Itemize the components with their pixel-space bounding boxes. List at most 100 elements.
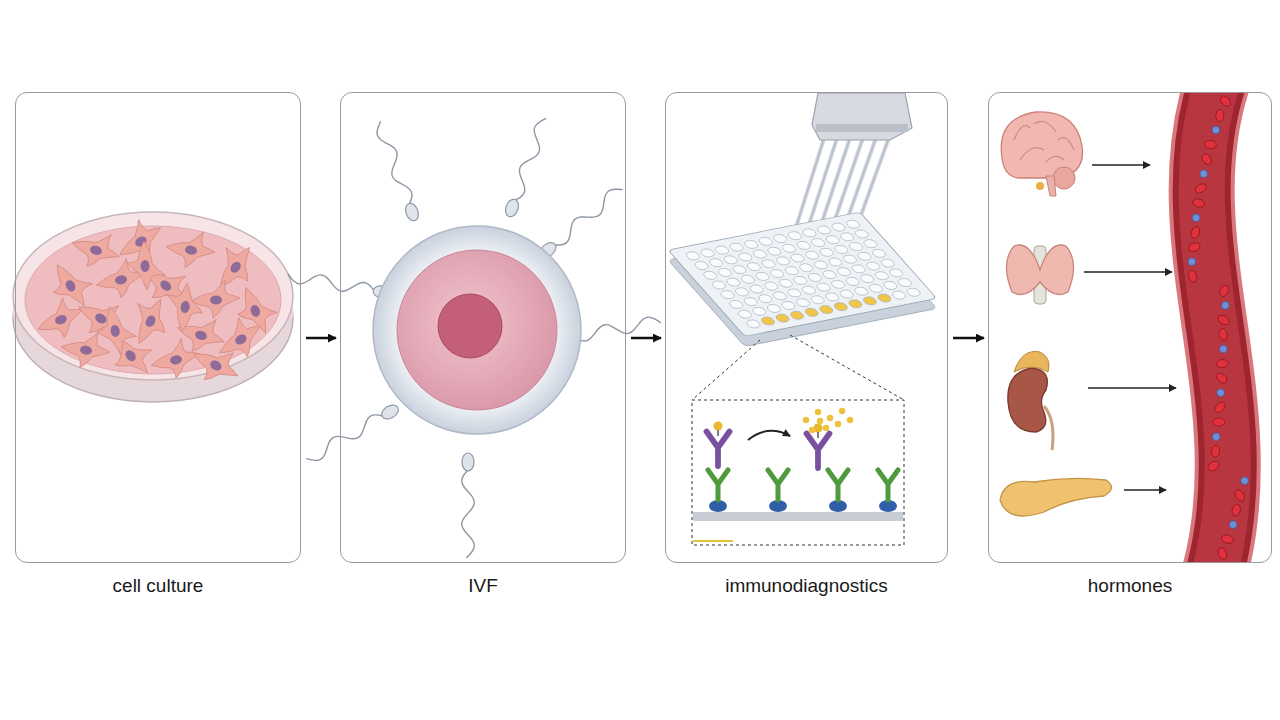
panel-border	[15, 92, 301, 563]
empty-well	[765, 304, 783, 314]
red-blood-cell	[1218, 284, 1231, 298]
signal-dot	[815, 409, 821, 415]
empty-well	[835, 267, 853, 277]
petri-dish	[13, 212, 293, 402]
cultured-cell	[148, 336, 203, 382]
signal-dot	[803, 417, 809, 423]
red-blood-cell	[1215, 371, 1229, 385]
empty-well	[847, 242, 865, 252]
empty-well	[829, 279, 847, 289]
panel-label: immunodiagnostics	[665, 575, 948, 597]
empty-well	[881, 281, 899, 291]
flow-arrow	[306, 337, 336, 340]
empty-well	[861, 239, 879, 249]
antibody-shape	[828, 470, 848, 500]
empty-well	[744, 319, 762, 329]
red-blood-cell	[1213, 400, 1227, 414]
signal-dot	[817, 418, 823, 424]
cell-nucleus	[158, 278, 173, 293]
sperm-tail	[306, 415, 383, 461]
kidney	[1008, 368, 1048, 432]
signal-dot	[847, 417, 853, 423]
brain	[1001, 112, 1082, 178]
secretion-arrow	[1084, 271, 1172, 273]
empty-well	[730, 265, 748, 275]
red-blood-cell	[1211, 445, 1220, 458]
empty-well	[751, 249, 769, 259]
cell-body	[163, 226, 218, 272]
panel-label: IVF	[340, 575, 626, 597]
label-stem	[817, 432, 819, 438]
empty-well	[684, 251, 702, 261]
sample-well	[759, 316, 777, 326]
empty-well	[736, 252, 754, 262]
cultured-cell	[127, 241, 165, 290]
empty-well	[742, 239, 760, 249]
empty-well	[780, 301, 798, 311]
hormone-molecule	[1217, 389, 1225, 397]
empty-well	[864, 261, 882, 271]
empty-well	[716, 268, 734, 278]
cultured-cell	[185, 336, 246, 393]
empty-well	[783, 266, 801, 276]
red-blood-cell	[1192, 198, 1206, 209]
egg-cytoplasm	[397, 250, 557, 410]
sperm-tail	[515, 118, 547, 200]
empty-well	[707, 258, 725, 268]
cell-nucleus	[184, 245, 197, 256]
empty-well	[832, 245, 850, 255]
sperm-head	[403, 201, 420, 222]
fertilization	[288, 118, 661, 558]
red-blood-cell	[1231, 503, 1241, 516]
empty-well	[850, 264, 868, 274]
empty-well	[774, 256, 792, 266]
antibody-shape	[807, 434, 830, 469]
sperm-head	[462, 453, 474, 471]
red-blood-cell	[1216, 546, 1228, 560]
brain-fold	[1014, 126, 1030, 140]
red-blood-cell	[1200, 152, 1213, 166]
cultured-cell	[163, 226, 218, 272]
panel-border	[665, 92, 948, 563]
egg-nucleus	[438, 294, 502, 358]
red-blood-cell	[1216, 313, 1230, 326]
empty-well	[815, 225, 833, 235]
cell-nucleus	[210, 296, 222, 305]
reaction-arrow	[748, 431, 790, 440]
empty-well	[830, 222, 848, 232]
antibody	[707, 432, 730, 467]
sperm-tail	[462, 470, 475, 558]
empty-well	[856, 251, 874, 261]
cell-body	[121, 290, 178, 351]
red-blood-cell	[1213, 418, 1225, 426]
empty-well	[736, 309, 754, 319]
thyroid	[1006, 245, 1073, 294]
antibody-shape	[768, 470, 788, 500]
sperm-tail	[574, 317, 661, 341]
cell-nucleus	[54, 313, 68, 326]
cell-nucleus	[208, 359, 223, 373]
empty-well	[742, 297, 760, 307]
hormone-molecule	[1220, 345, 1228, 353]
antibody-shape	[707, 432, 730, 467]
empty-well	[777, 278, 795, 288]
signal-dot	[827, 415, 833, 421]
empty-well	[768, 269, 786, 279]
sperm-tail	[554, 189, 622, 245]
adrenal-gland	[1014, 351, 1049, 372]
cell-nucleus	[194, 329, 208, 342]
red-blood-cell	[1187, 241, 1201, 253]
empty-well	[693, 261, 711, 271]
brainstem	[1046, 176, 1056, 196]
red-blood-cell	[1190, 225, 1202, 239]
signal-dot	[823, 425, 829, 431]
hormone-molecule	[1212, 433, 1220, 441]
sample-well	[803, 308, 821, 318]
empty-well	[815, 282, 833, 292]
panel-border	[340, 92, 626, 563]
sample-well	[788, 310, 806, 320]
sperm-tail	[377, 121, 412, 204]
panel-box: cell culture	[15, 92, 301, 597]
cell-nucleus	[110, 324, 121, 337]
empty-well	[858, 274, 876, 284]
